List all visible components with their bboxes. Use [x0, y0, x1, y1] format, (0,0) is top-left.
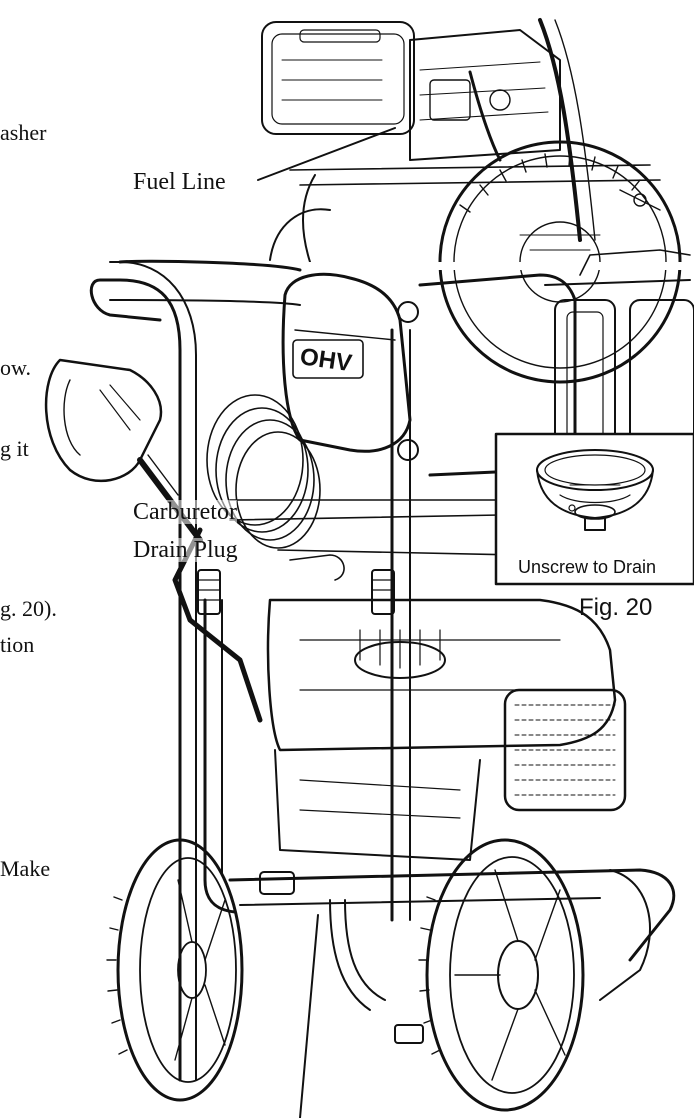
carburetor-label: Carburetor [133, 499, 237, 525]
figure-label: Fig. 20 [579, 594, 653, 621]
ohv-badge: OHV [298, 343, 353, 377]
fuel-line-label: Fuel Line [133, 169, 226, 195]
fuel-line-detail-view [250, 18, 694, 384]
text-fragment-5: tion [0, 632, 35, 657]
text-fragment-3: g it [0, 436, 29, 461]
unscrew-to-drain-caption: Unscrew to Drain [518, 557, 657, 577]
text-fragment-2: ow. [0, 355, 31, 380]
text-fragment-1: asher [0, 120, 47, 145]
text-fragment-4: g. 20). [0, 596, 57, 621]
drain-plug-label: Drain Plug [133, 537, 238, 563]
fuel-bowl-inset [536, 449, 654, 531]
main-machine-drawing: OHV [44, 249, 694, 1112]
text-fragment-6: Make [0, 856, 51, 881]
